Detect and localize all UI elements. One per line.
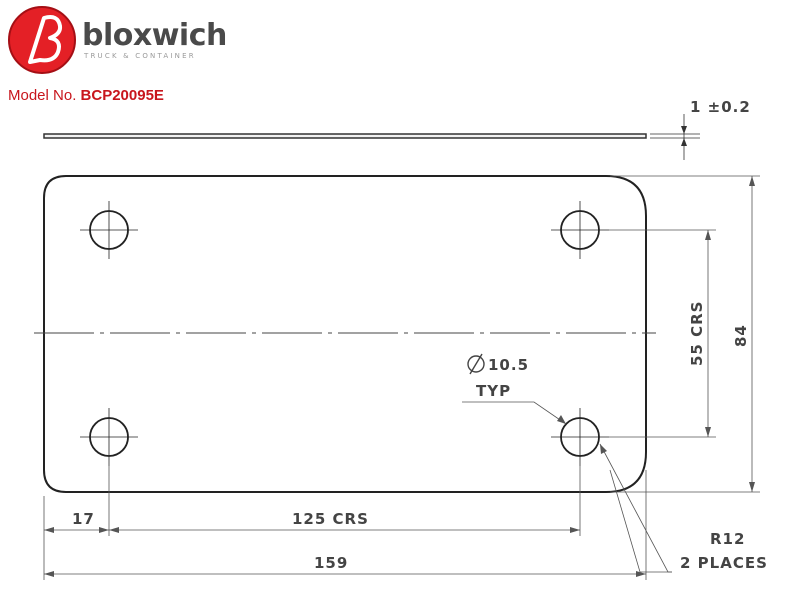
brand-name: bloxwich — [82, 18, 227, 53]
mounting-hole — [80, 408, 138, 466]
dimension-lines-vertical — [600, 175, 760, 493]
model-label: Model No. — [8, 87, 77, 104]
dimension-lines-horizontal — [43, 460, 647, 580]
diameter-symbol-icon — [467, 353, 485, 375]
corner-radius: R12 — [710, 530, 745, 548]
horizontal-hole-spacing: 125 CRS — [292, 510, 369, 528]
edge-offset-dimension: 17 — [72, 510, 95, 528]
mounting-hole — [551, 408, 609, 466]
model-number: Model No. BCP20095E — [8, 87, 164, 104]
thickness-dimension: 1 ±0.2 — [690, 98, 751, 116]
hole-diameter: 10.5 — [488, 356, 529, 374]
height-dimension: 84 — [732, 324, 750, 347]
mounting-hole — [551, 201, 609, 259]
mounting-hole — [80, 201, 138, 259]
hole-note: TYP — [476, 382, 511, 400]
leader-lines — [462, 401, 672, 573]
bloxwich-logo-icon — [8, 6, 76, 74]
vertical-hole-spacing: 55 CRS — [688, 301, 706, 366]
corner-note: 2 PLACES — [680, 554, 768, 572]
model-value: BCP20095E — [80, 87, 164, 104]
side-view — [43, 114, 700, 160]
overall-width-dimension: 159 — [314, 554, 348, 572]
plate-outline — [43, 175, 647, 493]
brand-tagline: TRUCK & CONTAINER — [84, 52, 196, 60]
